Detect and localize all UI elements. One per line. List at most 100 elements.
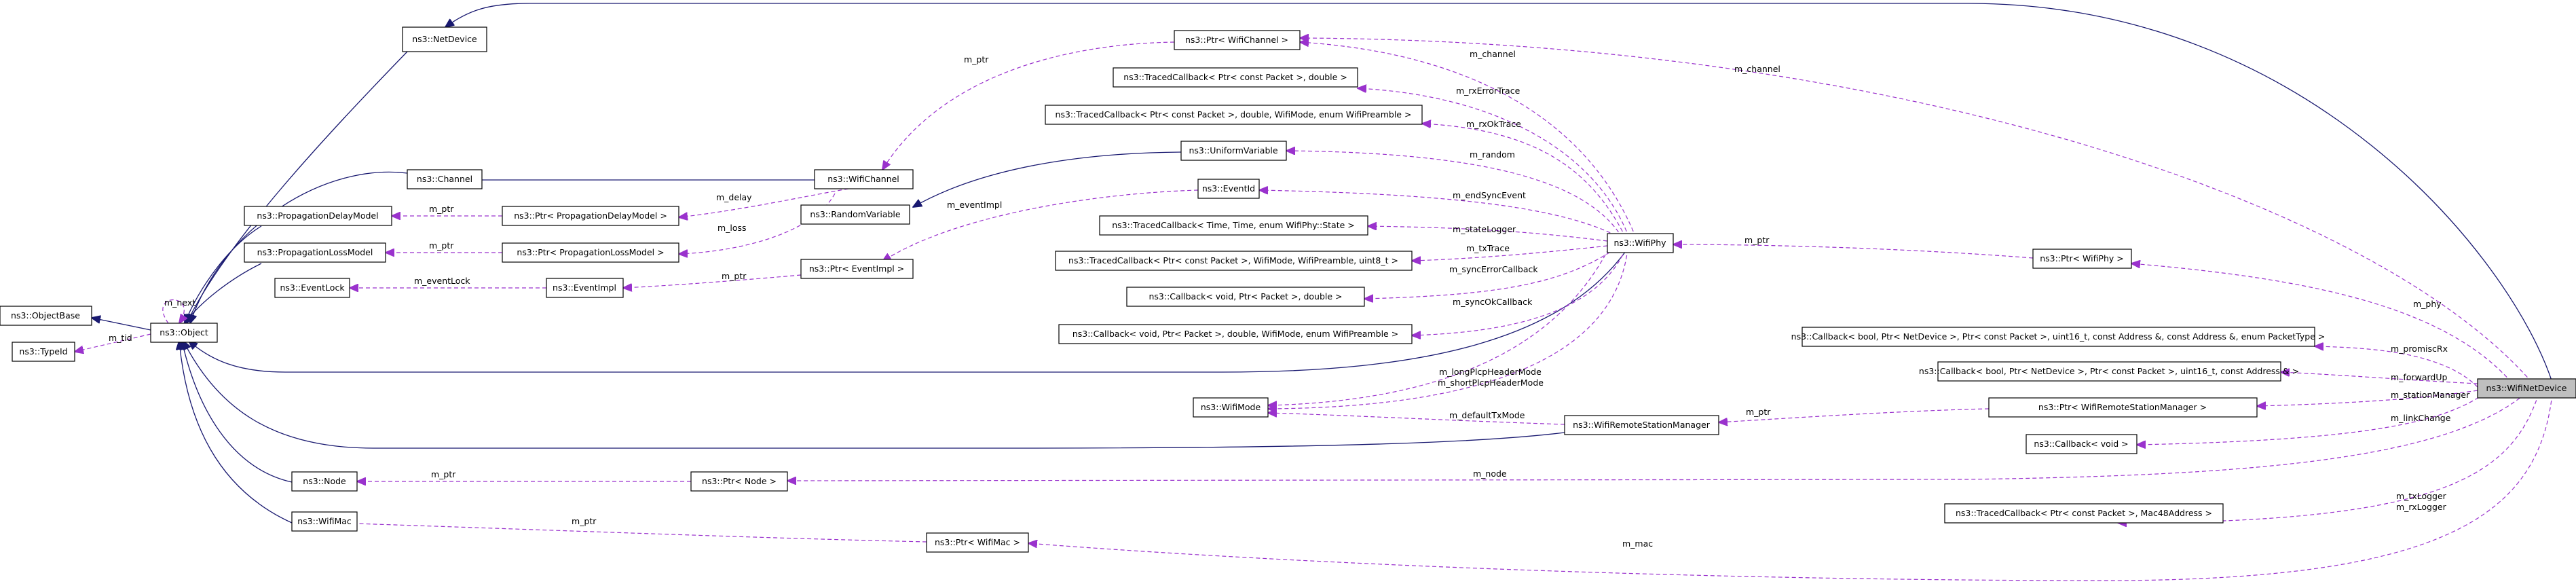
- node-typeid[interactable]: ns3::TypeId: [12, 342, 75, 362]
- node-traced-txlogger[interactable]: ns3::TracedCallback< Ptr< const Packet >…: [1944, 503, 2224, 524]
- node-ptr-remotestation[interactable]: ns3::Ptr< WifiRemoteStationManager >: [1988, 397, 2258, 418]
- edge-propdelay-object: [185, 225, 262, 323]
- node-randomvariable[interactable]: ns3::RandomVariable: [800, 204, 910, 225]
- node-callback-syncok-label: ns3::Callback< void, Ptr< Packet >, doub…: [1072, 329, 1398, 339]
- edge-m-txlogger: [2118, 393, 2539, 523]
- node-callback-promisc[interactable]: ns3::Callback< bool, Ptr< NetDevice >, P…: [1791, 327, 2326, 347]
- label-m-linkchange: m_linkChange: [2391, 413, 2451, 423]
- node-callback-packet-double[interactable]: ns3::Callback< void, Ptr< Packet >, doub…: [1126, 287, 1365, 307]
- node-remotestation-label: ns3::WifiRemoteStationManager: [1573, 420, 1711, 430]
- edge-m-random: [1286, 151, 1623, 238]
- node-traced-rxerror[interactable]: ns3::TracedCallback< Ptr< const Packet >…: [1113, 67, 1358, 88]
- node-typeid-label: ns3::TypeId: [19, 346, 67, 356]
- node-callback-forward[interactable]: ns3::Callback< bool, Ptr< NetDevice >, P…: [1919, 361, 2299, 382]
- node-randomvariable-label: ns3::RandomVariable: [810, 209, 900, 219]
- edge-m-synccallback: [1412, 248, 1626, 335]
- node-ptr-remotestation-label: ns3::Ptr< WifiRemoteStationManager >: [2038, 402, 2207, 412]
- node-channel[interactable]: ns3::Channel: [407, 169, 483, 189]
- node-ptr-wifiphy[interactable]: ns3::Ptr< WifiPhy >: [2032, 249, 2132, 269]
- label-m-eventlock: m_eventLock: [414, 276, 470, 286]
- node-uniformvariable[interactable]: ns3::UniformVariable: [1180, 141, 1287, 161]
- node-traced-state[interactable]: ns3::TracedCallback< Time, Time, enum Wi…: [1099, 215, 1368, 236]
- nodes: ns3::NetDevice ns3::Ptr< WifiChannel > n…: [0, 26, 2576, 553]
- node-ptr-wifichannel[interactable]: ns3::Ptr< WifiChannel >: [1174, 30, 1301, 50]
- node-wifichannel[interactable]: ns3::WifiChannel: [814, 169, 914, 189]
- label-m-rxlogger: m_rxLogger: [2396, 502, 2447, 512]
- label-m-txtrace: m_txTrace: [1466, 243, 1510, 253]
- node-object[interactable]: ns3::Object: [150, 323, 218, 343]
- node-callback-void[interactable]: ns3::Callback< void >: [2026, 434, 2138, 454]
- node-ptr-wifichannel-label: ns3::Ptr< WifiChannel >: [1185, 35, 1288, 45]
- edge-m-syncerrorcallback: [1364, 248, 1616, 299]
- node-ptr-wifimac-label: ns3::Ptr< WifiMac >: [935, 537, 1020, 547]
- label-m-rxoktrace: m_rxOkTrace: [1466, 119, 1521, 129]
- node-channel-label: ns3::Channel: [417, 174, 472, 184]
- node-traced-rxok[interactable]: ns3::TracedCallback< Ptr< const Packet >…: [1045, 105, 1423, 125]
- node-objectbase[interactable]: ns3::ObjectBase: [0, 306, 92, 326]
- node-ptr-propdelay[interactable]: ns3::Ptr< PropagationDelayModel >: [502, 206, 679, 226]
- label-m-syncerrorcallback: m_syncErrorCallback: [1449, 264, 1538, 274]
- node-object-label: ns3::Object: [160, 327, 208, 337]
- node-ptr-eventimpl[interactable]: ns3::Ptr< EventImpl >: [800, 259, 914, 279]
- edge-wifimac-object: [179, 341, 293, 524]
- label-m-mac: m_mac: [1622, 538, 1653, 549]
- edge-remotestation-object: [183, 341, 1565, 449]
- node-traced-tx[interactable]: ns3::TracedCallback< Ptr< const Packet >…: [1055, 251, 1413, 271]
- node-propdelaymodel[interactable]: ns3::PropagationDelayModel: [244, 206, 392, 226]
- node-proplossmodel-label: ns3::PropagationLossModel: [257, 247, 373, 257]
- node-ptr-wifimac[interactable]: ns3::Ptr< WifiMac >: [926, 532, 1029, 553]
- edge-m-ptr-station: [1719, 408, 1990, 422]
- node-ptr-eventimpl-label: ns3::Ptr< EventImpl >: [809, 263, 904, 274]
- edge-m-next: [162, 299, 184, 324]
- node-uniformvariable-label: ns3::UniformVariable: [1189, 145, 1277, 155]
- node-ptr-propdelay-label: ns3::Ptr< PropagationDelayModel >: [514, 210, 667, 221]
- edge-m-ptr-channel: [882, 41, 1175, 170]
- node-ptr-proploss[interactable]: ns3::Ptr< PropagationLossModel >: [502, 242, 679, 263]
- node-eventlock[interactable]: ns3::EventLock: [274, 278, 350, 298]
- node-proplossmodel[interactable]: ns3::PropagationLossModel: [244, 242, 386, 263]
- label-m-delay: m_delay: [716, 192, 752, 202]
- label-m-tid: m_tid: [109, 333, 132, 343]
- node-node[interactable]: ns3::Node: [291, 471, 358, 492]
- edge-m-txtrace: [1412, 245, 1608, 261]
- node-callback-void-label: ns3::Callback< void >: [2034, 439, 2128, 449]
- node-ptr-node[interactable]: ns3::Ptr< Node >: [690, 471, 788, 492]
- label-m-ptr-station: m_ptr: [1746, 407, 1771, 417]
- edge-m-shortplcp: [1268, 248, 1609, 405]
- node-wifimode[interactable]: ns3::WifiMode: [1193, 397, 1269, 418]
- node-wifiphy-label: ns3::WifiPhy: [1613, 238, 1666, 248]
- label-m-rxerrortrace: m_rxErrorTrace: [1456, 86, 1520, 96]
- inheritance-edges: [92, 3, 2553, 524]
- edge-m-tid: [75, 333, 151, 352]
- label-m-ptr-delay: m_ptr: [429, 204, 454, 214]
- edge-m-mac: [1028, 393, 2553, 581]
- node-callback-syncok[interactable]: ns3::Callback< void, Ptr< Packet >, doub…: [1058, 324, 1413, 344]
- label-m-ptr-phy: m_ptr: [1744, 235, 1770, 245]
- node-netdevice[interactable]: ns3::NetDevice: [402, 26, 487, 52]
- label-m-forwardup: m_forwardUp: [2391, 372, 2448, 382]
- edge-m-ptr-eventimpl: [623, 274, 802, 288]
- node-traced-rxerror-label: ns3::TracedCallback< Ptr< const Packet >…: [1123, 72, 1347, 82]
- node-eventimpl[interactable]: ns3::EventImpl: [546, 278, 624, 298]
- label-m-channel-dev: m_channel: [1734, 64, 1780, 74]
- label-m-shortplcp: m_shortPlcpHeaderMode: [1438, 378, 1544, 388]
- node-wifimac[interactable]: ns3::WifiMac: [291, 511, 358, 532]
- member-edges: m_ptr m_channel m_channel m_rxErrorTrace…: [75, 38, 2553, 581]
- edge-object-objectbase: [92, 318, 151, 331]
- node-eventlock-label: ns3::EventLock: [280, 282, 345, 293]
- label-m-statelogger: m_stateLogger: [1453, 224, 1516, 234]
- node-remotestation[interactable]: ns3::WifiRemoteStationManager: [1564, 415, 1719, 435]
- node-wifinetdevice[interactable]: ns3::WifiNetDevice: [2477, 378, 2576, 399]
- node-wifiphy[interactable]: ns3::WifiPhy: [1607, 233, 1674, 253]
- node-eventid[interactable]: ns3::EventId: [1197, 179, 1260, 199]
- edge-m-ptr-mac: [334, 523, 927, 543]
- node-node-label: ns3::Node: [303, 476, 346, 486]
- node-wifichannel-label: ns3::WifiChannel: [827, 174, 899, 184]
- label-m-txlogger: m_txLogger: [2396, 491, 2447, 501]
- node-traced-state-label: ns3::TracedCallback< Time, Time, enum Wi…: [1112, 220, 1355, 230]
- node-wifimac-label: ns3::WifiMac: [297, 516, 352, 526]
- label-m-ptr-channel: m_ptr: [964, 54, 989, 65]
- edge-m-ptr-phy: [1673, 244, 2034, 259]
- label-m-node: m_node: [1473, 469, 1507, 479]
- node-ptr-node-label: ns3::Ptr< Node >: [702, 476, 777, 486]
